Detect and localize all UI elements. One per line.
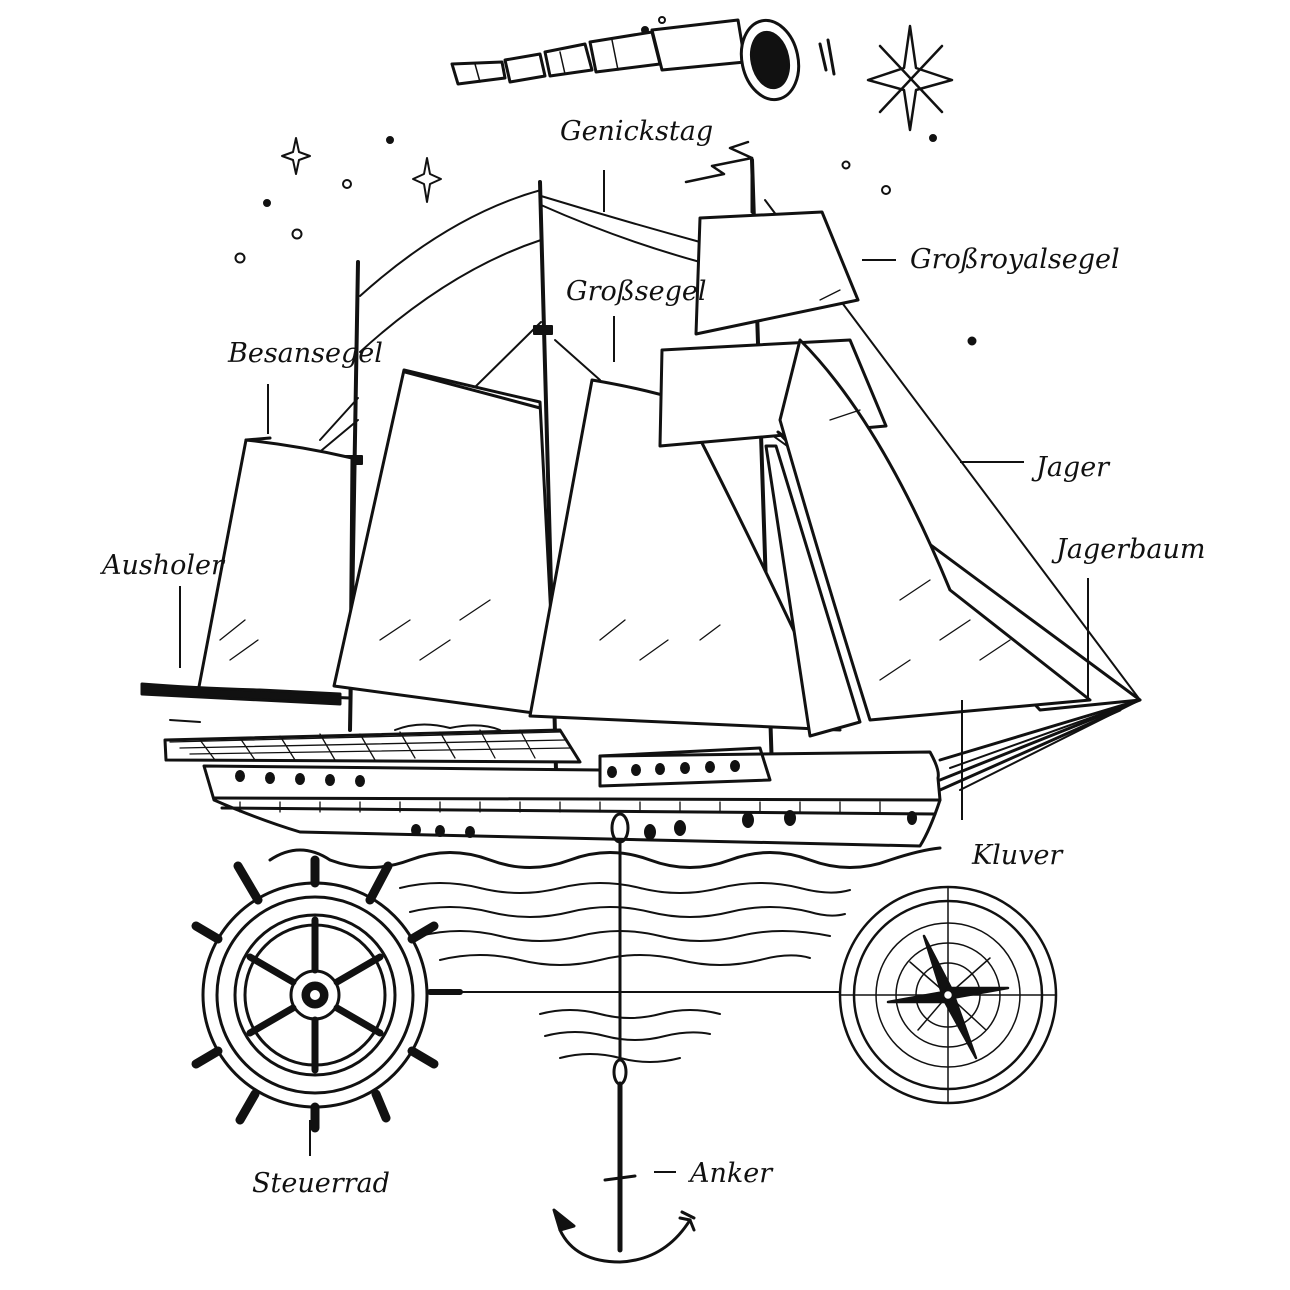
spyglass-icon [450,18,836,102]
star-icon [281,137,311,175]
star-icon [412,157,442,203]
anchor-icon [552,812,696,1264]
star-icon [866,24,954,132]
label-grossroyalsegel: Großroyalsegel [910,244,1120,275]
sails [196,210,1142,738]
hull [140,682,1142,848]
label-grosssegel: Großsegel [566,276,707,307]
label-besansegel: Besansegel [227,338,383,369]
ship-wheel-icon [191,855,463,1133]
label-steuerrad: Steuerrad [252,1168,390,1199]
label-jager: Jager [1031,452,1111,483]
label-jagerbaum: Jagerbaum [1051,534,1205,565]
label-anker: Anker [687,1158,774,1189]
leader-lines [179,170,1089,1173]
label-kluver: Kluver [971,840,1064,871]
compass-rose-icon [838,885,1058,1105]
label-ausholer: Ausholer [99,550,226,581]
label-genickstag: Genickstag [560,116,713,147]
